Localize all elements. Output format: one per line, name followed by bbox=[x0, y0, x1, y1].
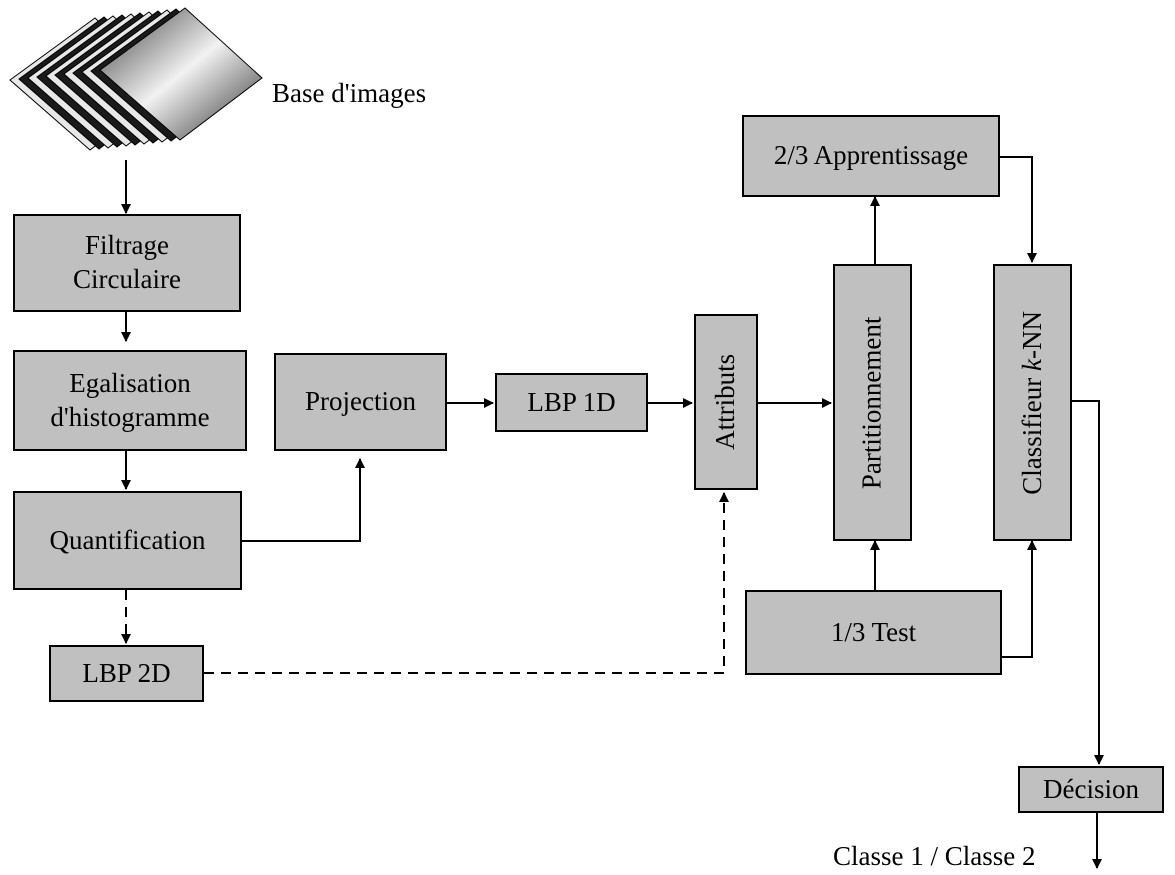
filtrage-line-1: Filtrage bbox=[85, 230, 169, 261]
lbp-1d-label: LBP 1D bbox=[527, 386, 616, 417]
projection-box: Projection bbox=[274, 353, 447, 451]
classifieur-label: Classifieur k-NN bbox=[1016, 311, 1050, 495]
egalisation-line-2: d'histogramme bbox=[50, 401, 210, 432]
projection-label: Projection bbox=[305, 386, 416, 417]
quantification-box: Quantification bbox=[13, 491, 242, 590]
apprentissage-label: 2/3 Apprentissage bbox=[773, 140, 969, 171]
attributs-label: Attributs bbox=[710, 353, 741, 451]
egalisation-histogramme-box: Egalisation d'histogramme bbox=[13, 350, 247, 451]
arrow-quantification-to-projection bbox=[242, 458, 365, 542]
arrow-test-to-classifieur bbox=[1002, 540, 1037, 658]
lbp-2d-box: LBP 2D bbox=[49, 645, 204, 702]
test-label: 1/3 Test bbox=[830, 616, 917, 647]
output-class-label: Classe 1 / Classe 2 bbox=[833, 841, 1036, 871]
test-box: 1/3 Test bbox=[745, 590, 1002, 675]
attributs-box: Attributs bbox=[694, 314, 758, 490]
quantification-label: Quantification bbox=[49, 524, 206, 555]
image-base-label: Base d'images bbox=[272, 78, 427, 108]
filtrage-circulaire-box: Filtrage Circulaire bbox=[13, 214, 241, 312]
apprentissage-box: 2/3 Apprentissage bbox=[742, 115, 1000, 197]
partitionnement-box: Partitionnement bbox=[833, 264, 912, 541]
dashed-arrow-lbp2d-to-attributs bbox=[204, 492, 729, 674]
egalisation-line-1: Egalisation bbox=[69, 367, 191, 398]
partitionnement-label: Partitionnement bbox=[856, 316, 887, 489]
lbp-1d-box: LBP 1D bbox=[495, 373, 648, 432]
filtrage-line-2: Circulaire bbox=[73, 264, 181, 294]
classifieur-k: k bbox=[1016, 358, 1047, 371]
decision-box: Décision bbox=[1018, 766, 1164, 813]
decision-label: Décision bbox=[1043, 773, 1139, 804]
arrow-classifieur-to-decision bbox=[1072, 400, 1104, 765]
classifieur-suffix: -NN bbox=[1016, 310, 1047, 359]
image-tile bbox=[99, 7, 263, 141]
arrow-apprentissage-to-classifieur bbox=[1000, 156, 1037, 263]
classifieur-prefix: Classifieur bbox=[1016, 370, 1047, 495]
classifieur-knn-box: Classifieur k-NN bbox=[993, 264, 1072, 541]
lbp-2d-label: LBP 2D bbox=[82, 657, 171, 688]
image-stack-icon bbox=[9, 7, 263, 151]
